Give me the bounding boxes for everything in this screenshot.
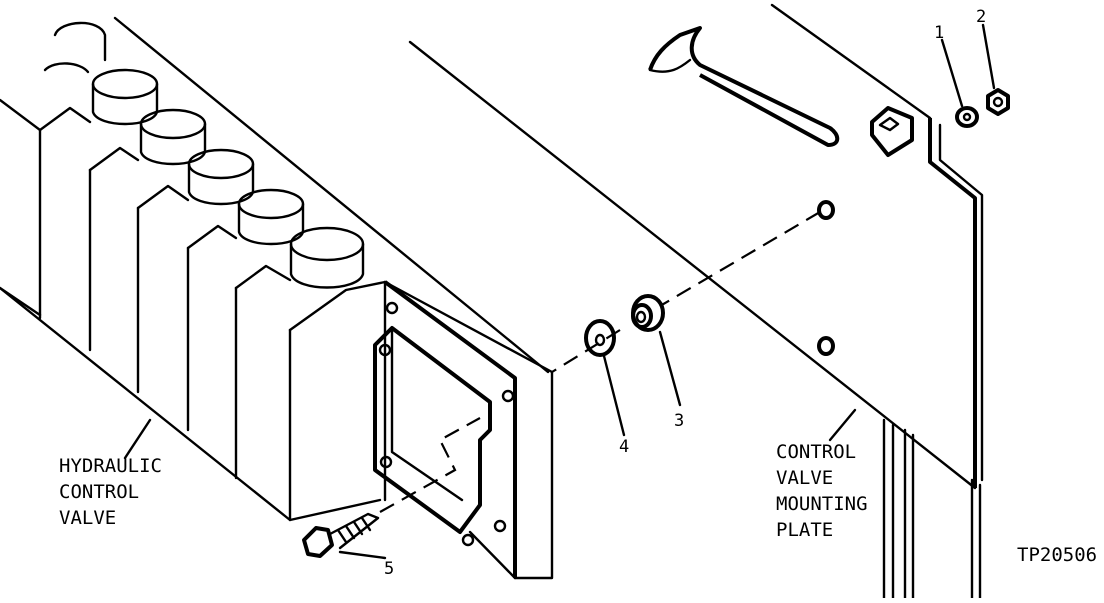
callout-4: 4	[619, 437, 630, 457]
leader-3	[658, 330, 682, 407]
label-line: VALVE	[776, 467, 834, 489]
callout-5: 5	[384, 559, 395, 579]
leader-mounting-plate	[828, 408, 857, 442]
callout-2: 2	[976, 7, 987, 27]
callout-1: 1	[934, 23, 945, 43]
mounting-plate-drawing	[408, 3, 984, 600]
leader-hydraulic-valve	[123, 418, 152, 460]
spool-cap-6	[289, 226, 365, 289]
spool-cap-3	[139, 108, 207, 166]
spool-cap-2	[91, 68, 159, 126]
label-line: PLATE	[776, 519, 834, 541]
assembly-line-bolt	[379, 417, 481, 513]
label-line: CONTROL	[776, 441, 857, 463]
leader-5	[338, 550, 387, 560]
hydraulic-control-valve-drawing	[0, 16, 554, 580]
assembly-line-lower	[551, 329, 621, 373]
hydraulic-control-valve-label: HYDRAULIC CONTROL VALVE	[59, 453, 162, 531]
part-1-washer	[955, 106, 979, 128]
label-line: CONTROL	[59, 481, 140, 503]
part-3-grommet	[631, 294, 665, 332]
control-valve-mounting-plate-label: CONTROL VALVE MOUNTING PLATE	[776, 439, 868, 543]
leader-1	[940, 38, 964, 108]
label-line: VALVE	[59, 507, 117, 529]
part-2-nut	[986, 88, 1010, 116]
part-4-washer	[584, 319, 616, 357]
leader-2	[981, 23, 996, 90]
label-line: MOUNTING	[776, 493, 868, 515]
label-line: HYDRAULIC	[59, 455, 162, 477]
callout-3: 3	[674, 411, 685, 431]
spool-cap-1	[43, 21, 107, 74]
leader-4	[602, 354, 626, 437]
assembly-line-upper	[659, 211, 821, 307]
part-5-bolt	[302, 512, 380, 558]
figure-id: TP20506	[1017, 544, 1098, 566]
